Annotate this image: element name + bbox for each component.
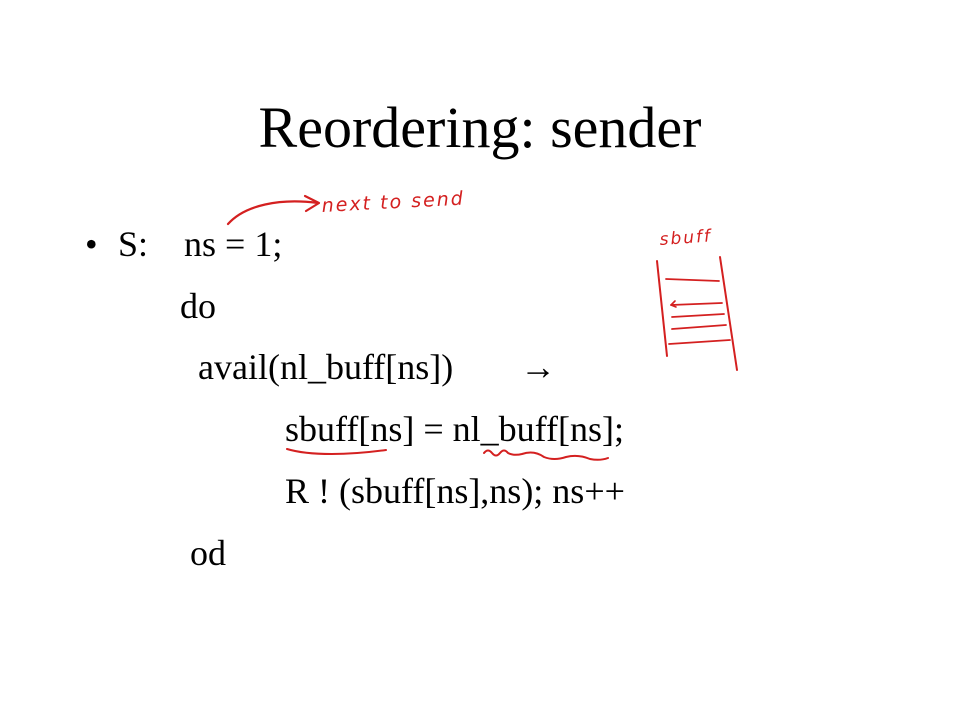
wavy-underline-nlbuff bbox=[483, 449, 609, 461]
code-init: ns = 1; bbox=[184, 224, 283, 264]
note-arrowhead-icon bbox=[303, 194, 321, 213]
code-assign: sbuff[ns] = nl_buff[ns]; bbox=[285, 409, 624, 449]
note-arrow-icon bbox=[226, 200, 320, 226]
note-next-to-send: next to send bbox=[321, 188, 465, 217]
code-do-keyword: do bbox=[180, 286, 216, 326]
slide-title: Reordering: sender bbox=[258, 95, 702, 160]
code-label: S: bbox=[118, 224, 149, 264]
guard-arrow-icon: → bbox=[520, 347, 556, 387]
note-sbuff: sbuff bbox=[659, 226, 714, 250]
bullet-point: • bbox=[85, 224, 98, 264]
code-send: R ! (sbuff[ns],ns); ns++ bbox=[285, 471, 625, 511]
code-od-keyword: od bbox=[190, 533, 226, 573]
code-guard: avail(nl_buff[ns]) bbox=[198, 347, 454, 387]
buffer-sketch-icon bbox=[656, 256, 738, 371]
